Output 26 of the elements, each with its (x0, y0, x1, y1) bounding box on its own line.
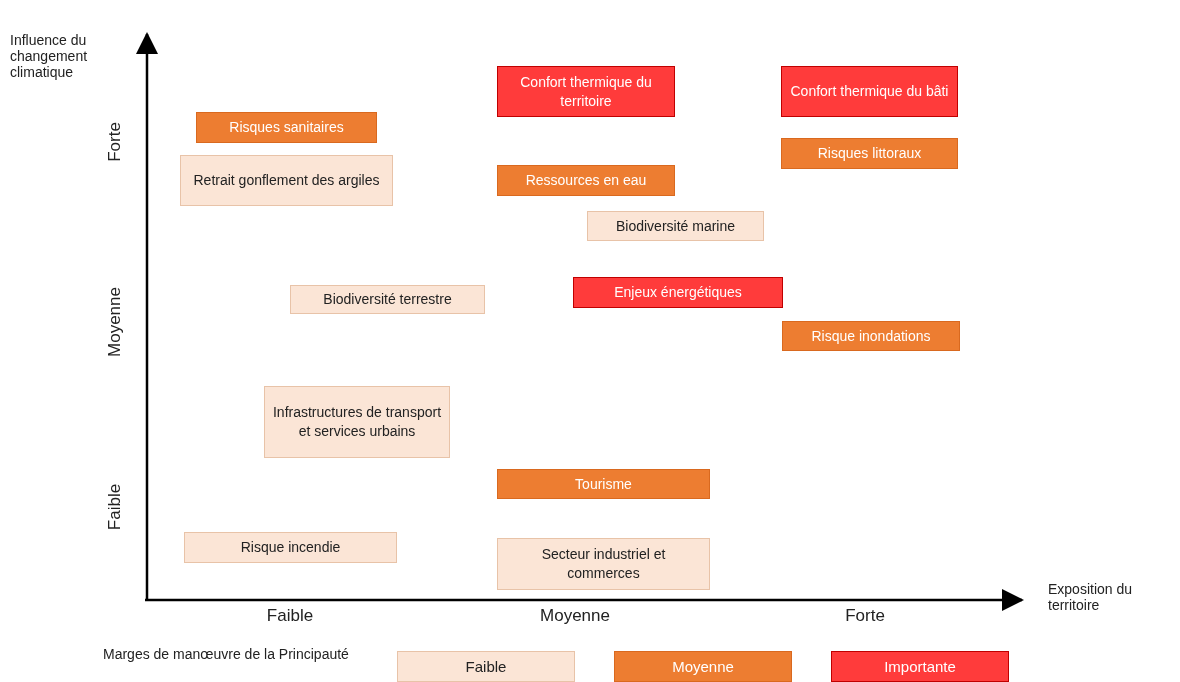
category-box: Risques sanitaires (196, 112, 377, 143)
category-box: Biodiversité marine (587, 211, 764, 241)
legend-label: Faible (464, 657, 508, 677)
category-box: Tourisme (497, 469, 710, 499)
axis-title: Exposition du territoire (1048, 581, 1134, 613)
axis-label: Forte (844, 606, 886, 626)
axis-label: Moyenne (539, 606, 611, 626)
legend-label: Moyenne (671, 657, 735, 677)
axis-title: Influence du changement climatique (10, 32, 89, 80)
category-box: Confort thermique du territoire (497, 66, 675, 117)
axis-label: Faible (265, 606, 315, 626)
category-box: Risques littoraux (781, 138, 958, 169)
category-box: Confort thermique du bâti (781, 66, 958, 117)
category-box: Risque inondations (782, 321, 960, 351)
category-box: Risque incendie (184, 532, 397, 563)
category-box: Retrait gonflement des argiles (180, 155, 393, 206)
category-box: Biodiversité terrestre (290, 285, 485, 314)
category-box: Ressources en eau (497, 165, 675, 196)
category-box: Infrastructures de transport et services urbains (264, 386, 450, 458)
category-box: Secteur industriel et commerces (497, 538, 710, 590)
axis-label: Forte (105, 121, 125, 164)
axis-label: Faible (105, 482, 125, 533)
category-box: Enjeux énergétiques (573, 277, 783, 308)
axis-label: Moyenne (105, 286, 125, 359)
legend-title: Marges de manœuvre de la Principauté (103, 646, 350, 662)
legend-label: Importante (883, 657, 957, 677)
